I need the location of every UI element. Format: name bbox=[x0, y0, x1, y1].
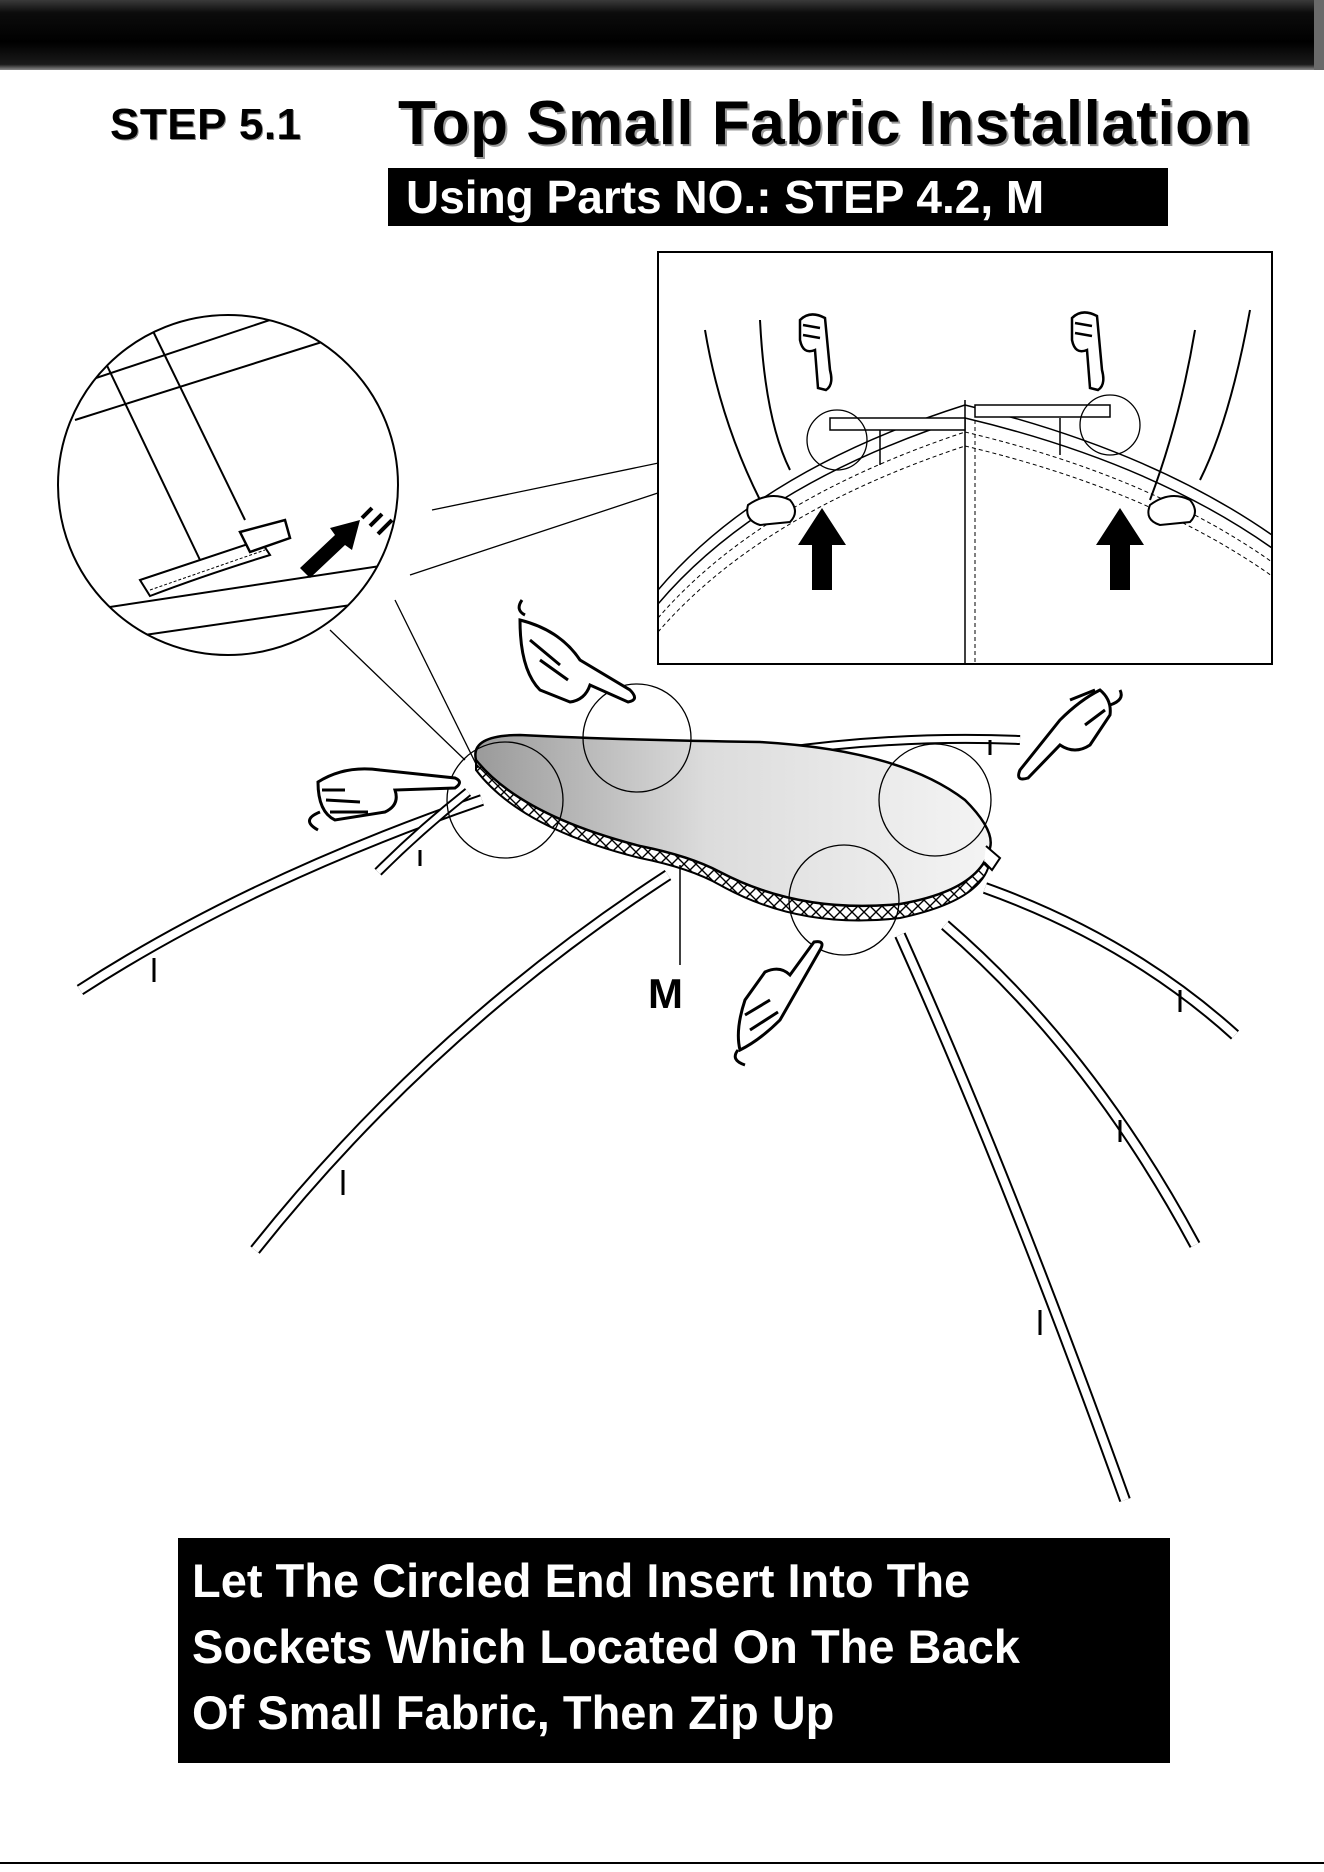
instruction-line: Sockets Which Located On The Back bbox=[192, 1614, 1156, 1680]
part-label-m: M bbox=[648, 970, 683, 1017]
assembly-illustration: M bbox=[0, 240, 1324, 1540]
step-number: STEP 5.1 bbox=[110, 100, 302, 150]
hand-pointing-icon bbox=[735, 942, 822, 1065]
hand-pointing-icon bbox=[1019, 690, 1122, 779]
zipper-detail-zoom bbox=[58, 300, 420, 655]
bottom-rule bbox=[0, 1862, 1324, 1864]
inset-detail bbox=[658, 252, 1272, 664]
hand-pointing-icon bbox=[519, 600, 634, 702]
instruction-banner: Let The Circled End Insert Into The Sock… bbox=[178, 1538, 1170, 1763]
top-banner bbox=[0, 0, 1324, 70]
small-fabric bbox=[475, 735, 1000, 921]
instruction-line: Of Small Fabric, Then Zip Up bbox=[192, 1680, 1156, 1746]
step-title: Top Small Fabric Installation bbox=[398, 88, 1252, 159]
instruction-line: Let The Circled End Insert Into The bbox=[192, 1548, 1156, 1614]
parts-banner: Using Parts NO.: STEP 4.2, M bbox=[388, 168, 1168, 226]
